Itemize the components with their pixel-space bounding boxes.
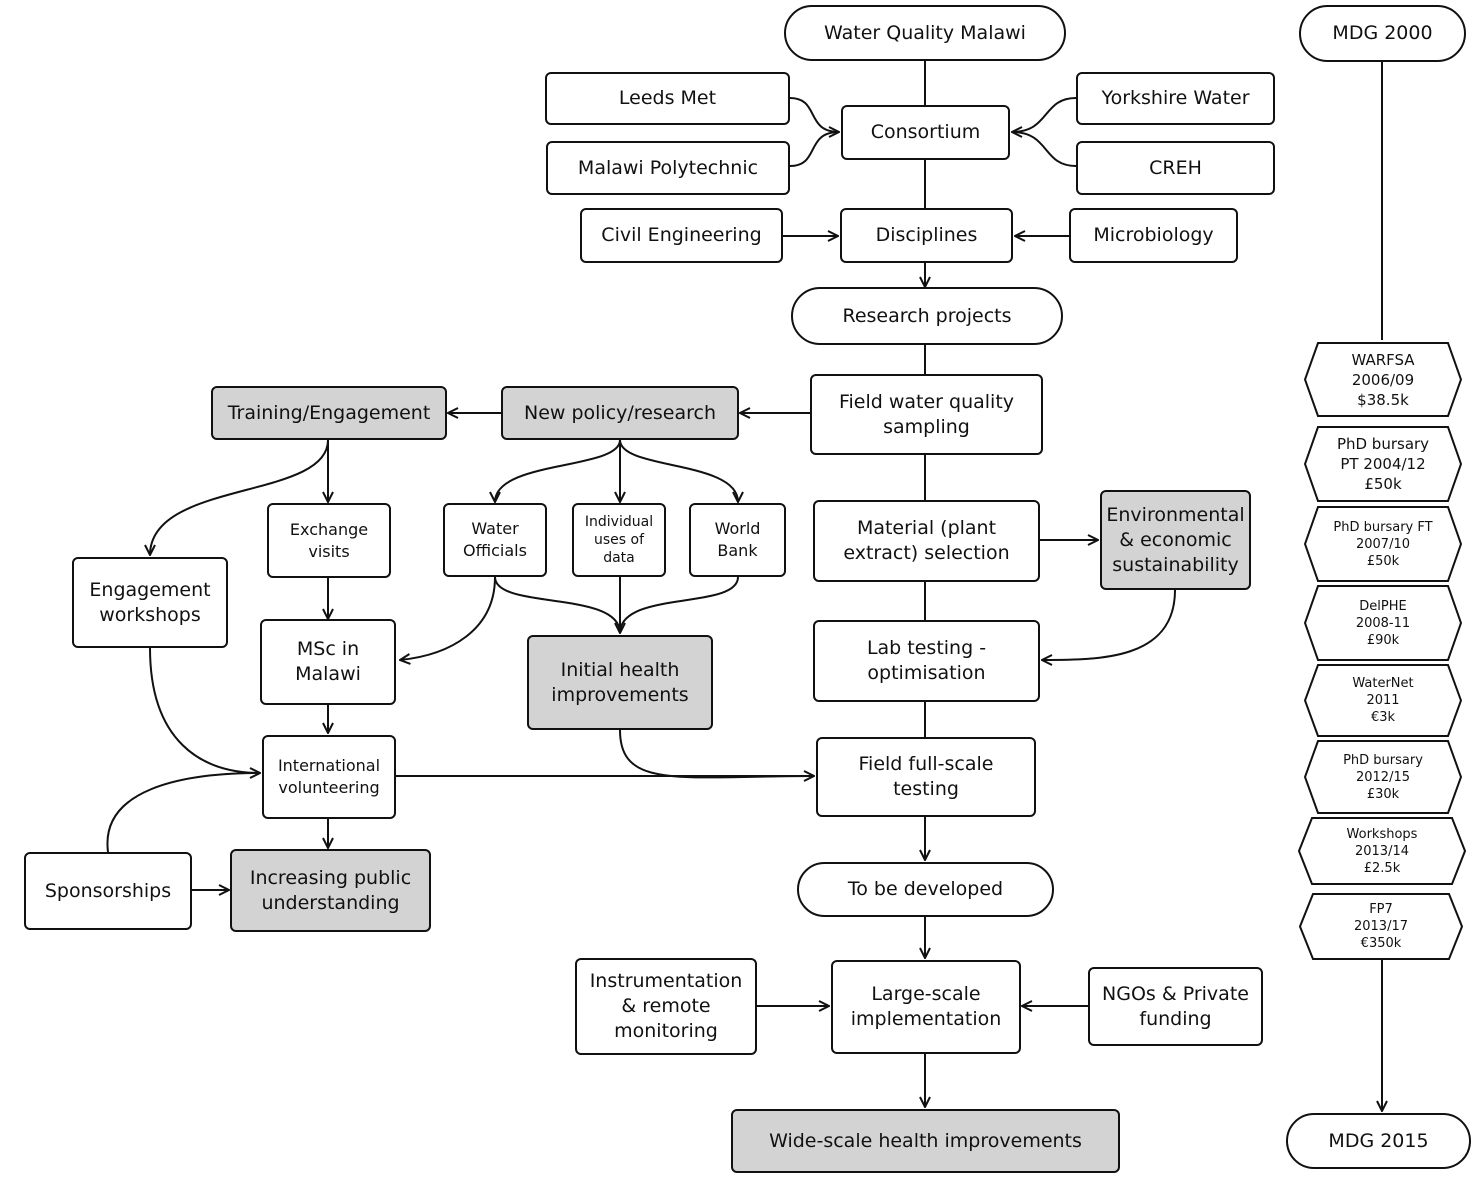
engagement-workshops-node: Engagement workshops [72, 557, 228, 648]
consortium-node: Consortium [841, 105, 1010, 160]
malawi-polytechnic-node: Malawi Polytechnic [546, 141, 790, 195]
exchange-visits-node: Exchange visits [267, 503, 391, 578]
research-projects-node: Research projects [791, 287, 1063, 345]
world-bank-node: World Bank [689, 503, 786, 577]
disciplines-node: Disciplines [840, 208, 1013, 263]
individual-uses-node: Individual uses of data [572, 503, 666, 577]
timeline-end-node: MDG 2015 [1286, 1113, 1471, 1169]
new-policy-research-node: New policy/research [501, 386, 739, 440]
ngos-funding-node: NGOs & Private funding [1088, 967, 1263, 1046]
public-understanding-node: Increasing public understanding [230, 849, 431, 932]
environmental-sustainability-node: Environmental & economic sustainability [1100, 490, 1251, 590]
funding-hex-6: PhD bursary 2012/15 £30k [1304, 740, 1462, 814]
wide-scale-health-node: Wide-scale health improvements [731, 1109, 1120, 1173]
funding-hex-label: Workshops 2013/14 £2.5k [1346, 826, 1418, 876]
funding-hex-label: PhD bursary FT 2007/10 £50k [1333, 519, 1433, 569]
lab-testing-node: Lab testing - optimisation [813, 620, 1040, 702]
field-sampling-node: Field water quality sampling [810, 374, 1043, 455]
edge-workshops-volunteering [149, 647, 260, 773]
funding-hex-7: Workshops 2013/14 £2.5k [1298, 817, 1466, 885]
funding-hex-8: FP7 2013/17 €350k [1299, 893, 1463, 960]
material-selection-node: Material (plant extract) selection [813, 500, 1040, 582]
timeline-start-node: MDG 2000 [1299, 5, 1466, 62]
edge-officials-initial [494, 576, 620, 633]
funding-hex-label: FP7 2013/17 €350k [1353, 902, 1408, 951]
edge-creh-consortium [1011, 131, 1077, 167]
funding-hex-label: PhD bursary 2012/15 £30k [1343, 752, 1423, 802]
field-full-scale-node: Field full-scale testing [816, 737, 1036, 817]
edge-initial-fullscale [619, 729, 815, 779]
edge-sponsorships-volunteering [106, 772, 261, 853]
edge-newpolicy-worldbank [619, 439, 738, 502]
edge-newpolicy-officials [495, 439, 621, 502]
training-engagement-node: Training/Engagement [211, 386, 447, 440]
funding-hex-4: DelPHE 2008-11 £90k [1304, 585, 1462, 661]
edge-training-workshops [150, 439, 329, 555]
funding-hex-label: PhD bursary PT 2004/12 £50k [1336, 435, 1430, 493]
large-scale-node: Large-scale implementation [831, 960, 1021, 1054]
sponsorships-node: Sponsorships [24, 852, 192, 930]
microbiology-node: Microbiology [1069, 208, 1238, 263]
funding-hex-3: PhD bursary FT 2007/10 £50k [1304, 506, 1462, 582]
edge-yorkshire-consortium [1012, 97, 1077, 132]
funding-hex-label: DelPHE 2008-11 £90k [1355, 598, 1411, 648]
civil-engineering-node: Civil Engineering [580, 208, 783, 263]
edge-officials-msc [400, 576, 496, 660]
leeds-met-node: Leeds Met [545, 72, 790, 125]
international-volunteering-node: International volunteering [262, 735, 396, 819]
yorkshire-water-node: Yorkshire Water [1076, 72, 1275, 125]
funding-hex-label: WaterNet 2011 €3k [1352, 676, 1414, 725]
edge-worldbank-initial [619, 576, 739, 634]
water-officials-node: Water Officials [443, 503, 547, 577]
msc-malawi-node: MSc in Malawi [260, 619, 396, 705]
to-be-developed-node: To be developed [797, 862, 1054, 917]
funding-hex-label: WARFSA 2006/09 $38.5k [1351, 350, 1415, 409]
funding-hex-2: PhD bursary PT 2004/12 £50k [1304, 426, 1462, 502]
funding-hex-1: WARFSA 2006/09 $38.5k [1304, 342, 1462, 417]
edge-leedsmet-consortium [789, 97, 839, 132]
edge-env-lab [1042, 589, 1176, 660]
creh-node: CREH [1076, 141, 1275, 195]
edge-polytechnic-consortium [789, 131, 840, 167]
funding-hex-5: WaterNet 2011 €3k [1304, 664, 1462, 737]
instrumentation-node: Instrumentation & remote monitoring [575, 958, 757, 1055]
water-quality-malawi-node: Water Quality Malawi [784, 5, 1066, 61]
initial-health-node: Initial health improvements [527, 635, 713, 730]
